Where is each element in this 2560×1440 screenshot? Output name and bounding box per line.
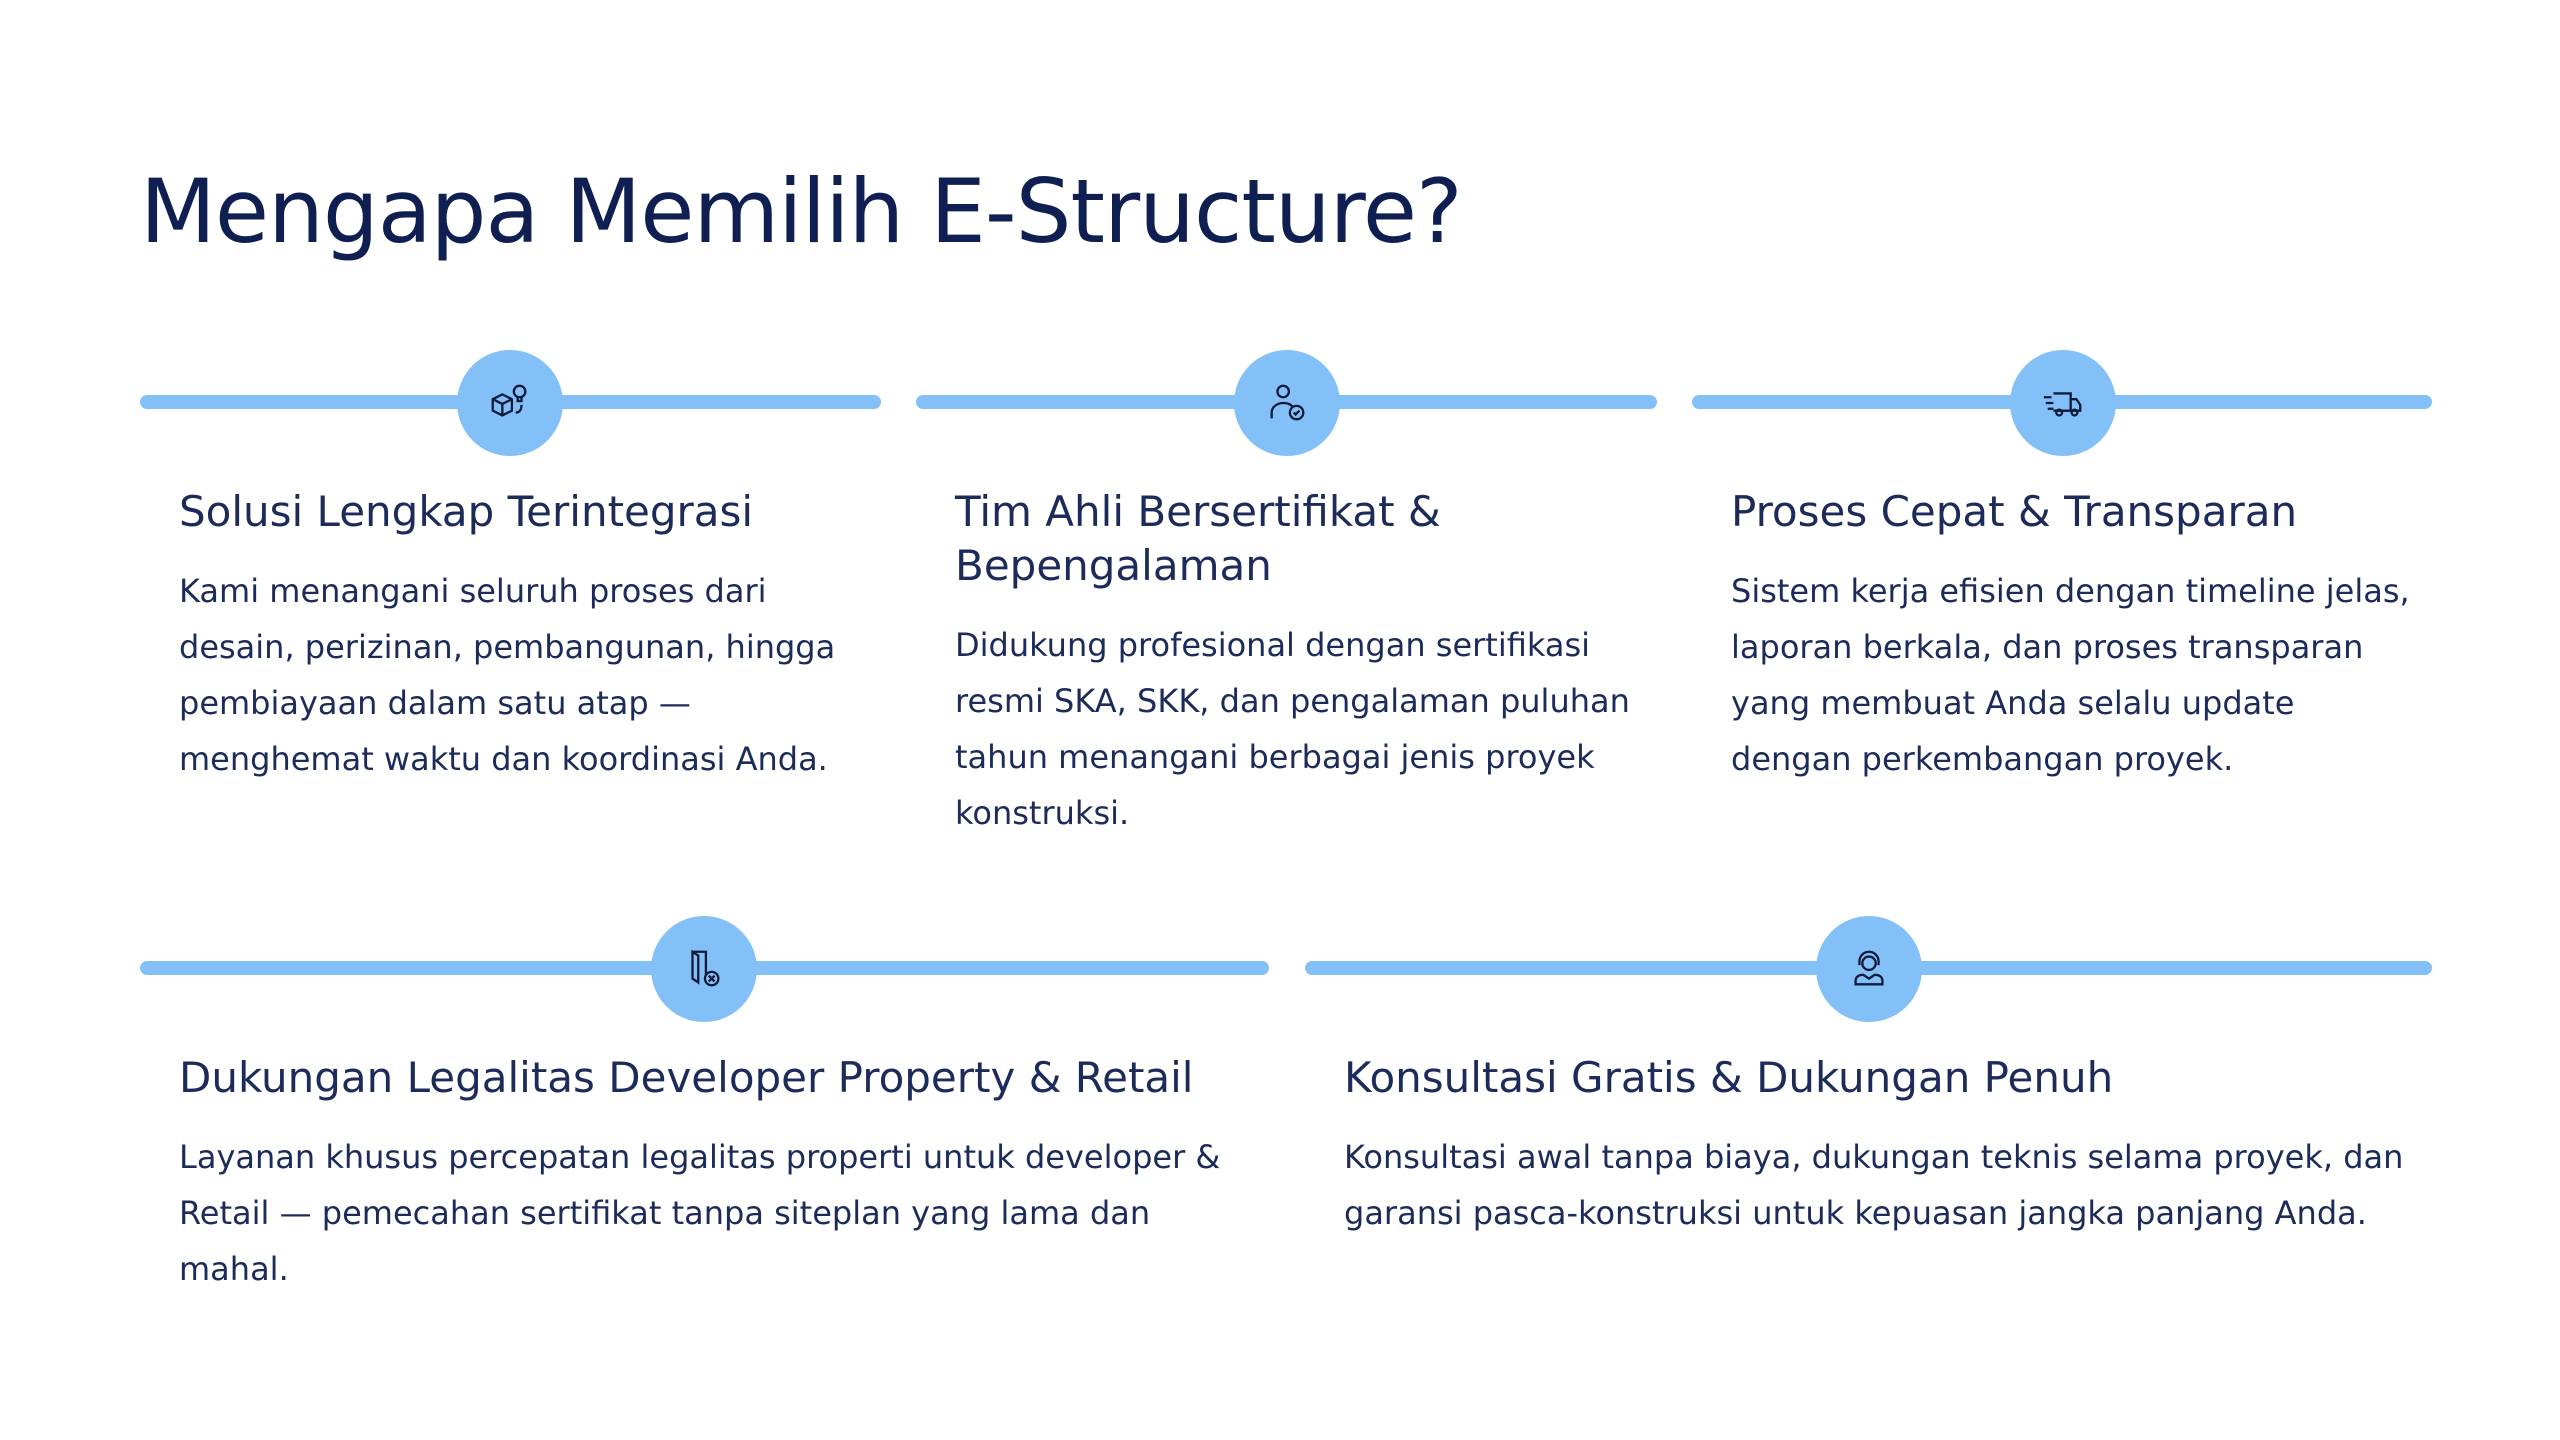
icon-badge — [651, 916, 757, 1022]
icon-badge — [2010, 350, 2116, 456]
card-heading: Solusi Lengkap Terintegrasi — [179, 487, 754, 536]
box-lightbulb-icon — [491, 384, 527, 417]
icon-badge — [1816, 916, 1922, 1022]
card-body: Didukung profesional dengan sertifikasi … — [955, 626, 1630, 832]
certified-person-icon — [1270, 384, 1305, 421]
page-title: Mengapa Memilih E-Structure? — [140, 160, 1463, 263]
icon-badge — [1234, 350, 1340, 456]
icon-badge — [457, 350, 563, 456]
card-heading: Dukungan Legalitas Developer Property & … — [179, 1053, 1194, 1102]
card-body: Sistem kerja efisien dengan timeline jel… — [1731, 572, 2410, 778]
card-heading: Konsultasi Gratis & Dukungan Penuh — [1344, 1053, 2114, 1102]
feature-card-integrated: Solusi Lengkap Terintegrasi Kami menanga… — [140, 350, 881, 850]
card-body: Konsultasi awal tanpa biaya, dukungan te… — [1344, 1138, 2404, 1232]
feature-card-legal: Dukungan Legalitas Developer Property & … — [140, 916, 1269, 1316]
document-x-icon — [691, 949, 720, 987]
feature-card-consult: Konsultasi Gratis & Dukungan Penuh Konsu… — [1305, 916, 2432, 1316]
fast-truck-icon — [2043, 392, 2082, 417]
feature-card-experts: Tim Ahli Bersertifikat & Bepengalaman Di… — [916, 350, 1657, 850]
card-heading: Proses Cepat & Transparan — [1731, 487, 2298, 536]
card-body: Kami menangani seluruh proses dari desai… — [179, 572, 836, 778]
feature-card-fast: Proses Cepat & Transparan Sistem kerja e… — [1692, 350, 2432, 850]
headset-support-icon — [1854, 950, 1884, 986]
card-heading: Tim Ahli Bersertifikat & Bepengalaman — [955, 487, 1441, 590]
card-body: Layanan khusus percepatan legalitas prop… — [179, 1138, 1221, 1288]
